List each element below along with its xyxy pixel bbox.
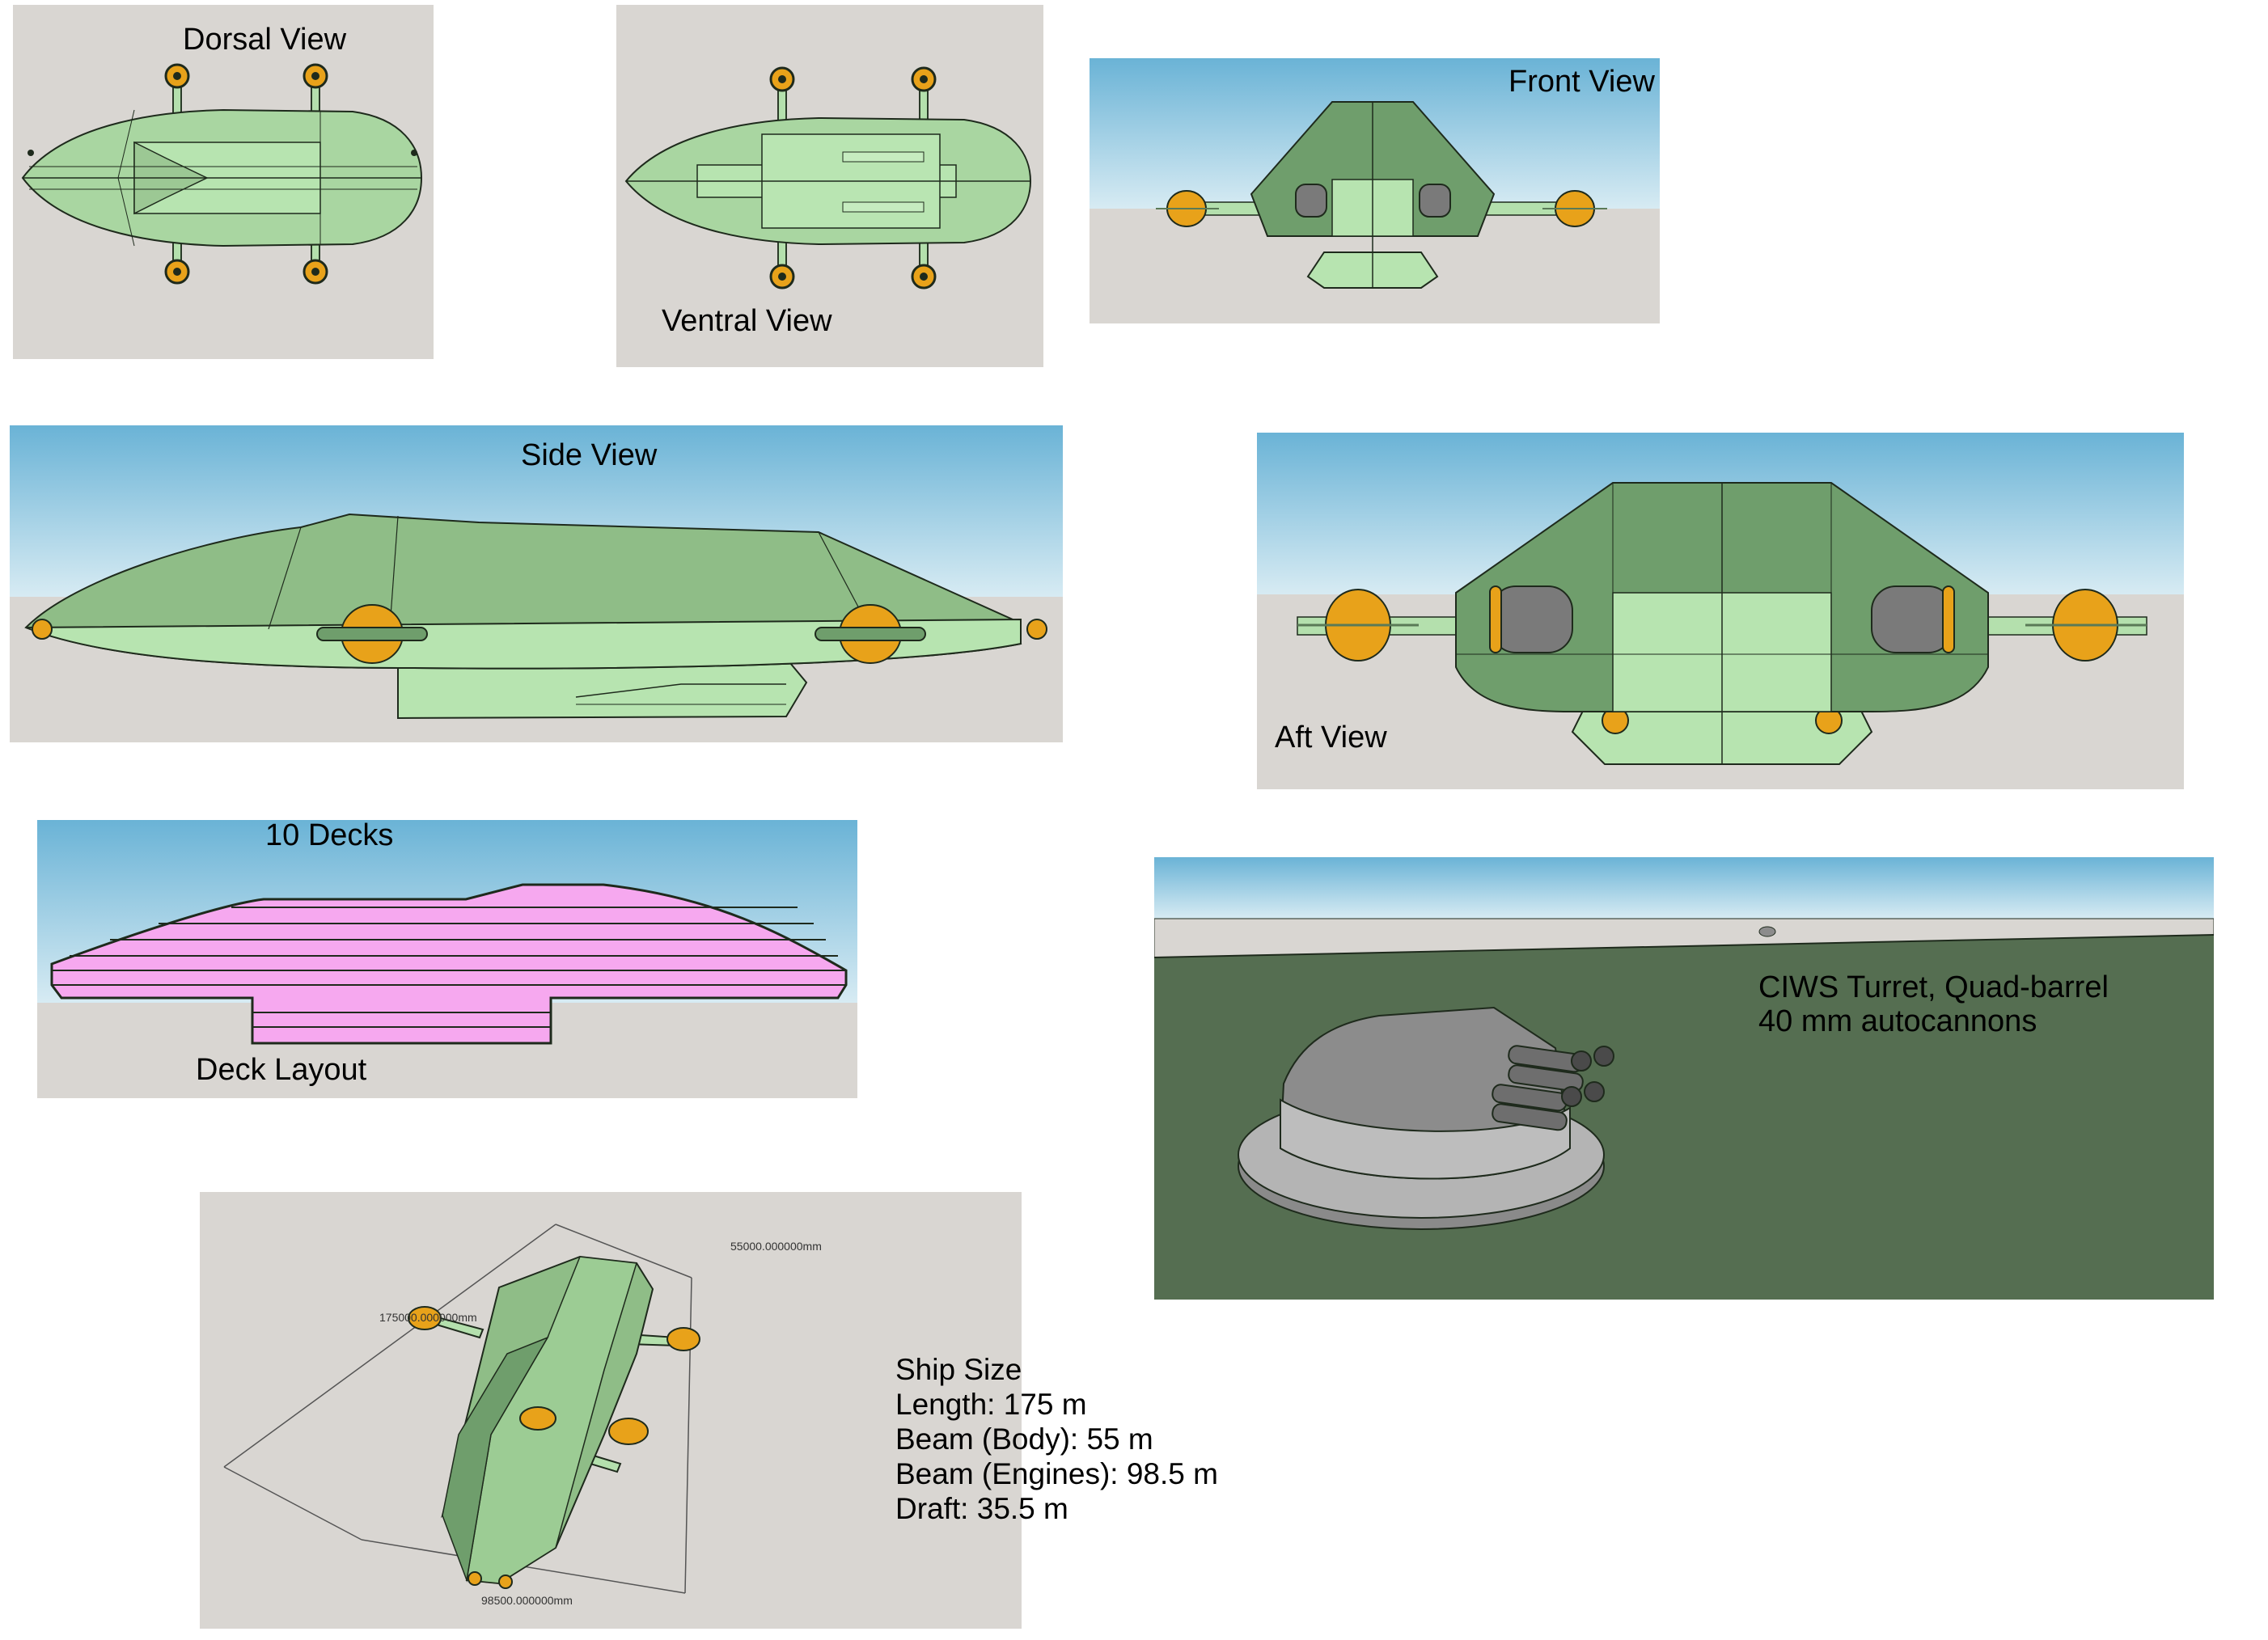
ventral-view-label: Ventral View (662, 304, 832, 338)
front-view-panel: Front View (1090, 58, 1660, 323)
deck-layout-drawing (37, 820, 857, 1045)
aft-view-panel: Aft View (1257, 433, 2184, 789)
beam-dimension-label: 55000.000000mm (730, 1240, 822, 1253)
side-view-panel: Side View (10, 425, 1063, 742)
specs-draft: Draft: 35.5 m (895, 1492, 1068, 1525)
dorsal-view-panel: Dorsal View (13, 5, 434, 359)
dorsal-view-label: Dorsal View (183, 23, 347, 57)
dimension-ship-drawing (223, 1224, 700, 1594)
front-ship-drawing (1090, 58, 1660, 289)
aft-ship-drawing (1257, 433, 2184, 765)
side-ship-drawing (10, 425, 1063, 720)
turret-drawing (1154, 857, 2214, 1230)
turret-panel: CIWS Turret, Quad-barrel 40 mm autocanno… (1154, 857, 2214, 1300)
specs-length: Length: 175 m (895, 1388, 1087, 1421)
length-dimension-label: 175000.000000mm (379, 1311, 477, 1324)
deck-layout-panel: 10 Decks Deck Layout (37, 820, 857, 1098)
ventral-ship-drawing (624, 66, 1032, 290)
deck-layout-label: Deck Layout (196, 1053, 367, 1087)
turret-label-line2: 40 mm autocannons (1758, 1004, 2037, 1038)
ventral-view-panel: Ventral View (616, 5, 1043, 367)
specs-title: Ship Size (895, 1353, 1022, 1386)
side-view-label: Side View (521, 438, 658, 472)
dorsal-ship-drawing (21, 63, 423, 285)
front-view-label: Front View (1508, 65, 1655, 99)
specs-beam-body: Beam (Body): 55 m (895, 1422, 1153, 1456)
dimension-view-panel: 175000.000000mm 55000.000000mm 98500.000… (200, 1192, 1022, 1629)
specs-beam-engines: Beam (Engines): 98.5 m (895, 1457, 1218, 1490)
aft-view-label: Aft View (1275, 721, 1387, 754)
ship-size-specs: Ship Size Length: 175 m Beam (Body): 55 … (895, 1352, 1218, 1526)
engine-beam-dimension-label: 98500.000000mm (481, 1594, 573, 1607)
turret-label-line1: CIWS Turret, Quad-barrel (1758, 970, 2109, 1004)
deck-count-label: 10 Decks (265, 820, 394, 852)
